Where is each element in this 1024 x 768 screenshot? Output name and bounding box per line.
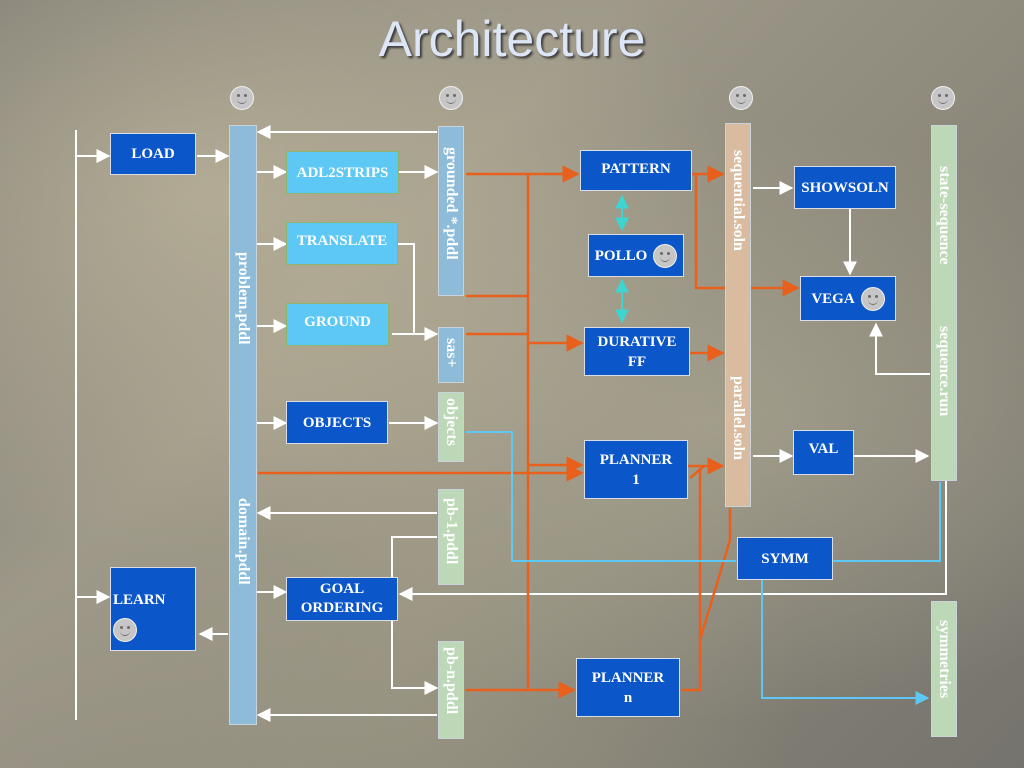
goal-ordering-line2: ORDERING xyxy=(300,600,384,616)
sas-bar: sas+ xyxy=(438,327,464,383)
objects-bar: objects xyxy=(438,392,464,462)
pattern-label: PATTERN xyxy=(601,161,671,177)
smiley-icon xyxy=(860,286,885,311)
showsoln-box: SHOWSOLN xyxy=(794,166,896,209)
smiley-icon xyxy=(439,86,463,110)
symm-box: SYMM xyxy=(737,537,833,580)
sequential-soln-label: sequential.soln xyxy=(730,150,747,251)
pbn-pddl-bar: pb-n.pddl xyxy=(438,641,464,739)
smiley-icon xyxy=(931,86,955,110)
planner-n-line2: n xyxy=(623,689,633,706)
orange-arrows xyxy=(258,165,800,699)
white-arrows xyxy=(75,125,947,722)
state-sequence-bar: state-sequence sequence.run xyxy=(931,125,957,481)
objects-file-label: objects xyxy=(443,398,460,446)
durative-ff-line1: DURATIVE xyxy=(597,333,677,350)
objects-label: OBJECTS xyxy=(302,414,372,431)
parallel-soln-label: parallel.soln xyxy=(730,376,747,461)
smiley-icon xyxy=(729,86,753,110)
ground-label: GROUND xyxy=(304,314,371,330)
symm-label: SYMM xyxy=(761,550,809,567)
blue-arrows xyxy=(466,431,941,705)
val-box: VAL xyxy=(793,430,854,475)
problem-pddl-label: problem.pddl xyxy=(235,252,252,345)
grounded-pddl-label: grounded *.pddl xyxy=(443,147,460,260)
translate-label: TRANSLATE xyxy=(296,233,388,249)
planner-n-line1: PLANNER xyxy=(591,669,665,686)
pollo-label: POLLO xyxy=(594,247,648,264)
sas-label: sas+ xyxy=(443,338,460,368)
pb1-pddl-label: pb-1.pddl xyxy=(443,498,460,565)
learn-label: LEARN xyxy=(113,592,166,608)
planner-1-line2: 1 xyxy=(632,471,640,488)
load-box: LOAD xyxy=(110,133,196,175)
page-title: Architecture xyxy=(378,11,646,67)
load-label: LOAD xyxy=(131,146,175,162)
pbn-pddl-label: pb-n.pddl xyxy=(443,647,460,715)
showsoln-label: SHOWSOLN xyxy=(801,179,889,196)
smiley-icon xyxy=(653,243,678,268)
sequence-run-label: sequence.run xyxy=(936,326,953,417)
pb1-pddl-bar: pb-1.pddl xyxy=(438,489,464,585)
durative-ff-line2: FF xyxy=(627,353,647,370)
smiley-icon xyxy=(113,618,137,642)
vega-label: VEGA xyxy=(811,290,855,307)
goal-ordering-box: GOAL ORDERING xyxy=(286,577,398,621)
planner-n-box: PLANNER n xyxy=(576,658,680,717)
vega-box: VEGA xyxy=(800,276,896,321)
pattern-box: PATTERN xyxy=(580,150,692,191)
durative-ff-box: DURATIVE FF xyxy=(584,327,690,376)
adl2strips-label: ADL2STRIPS xyxy=(296,164,389,181)
objects-box: OBJECTS xyxy=(286,401,388,444)
planner-1-line1: PLANNER xyxy=(599,451,673,468)
symmetries-label: symmetries xyxy=(936,620,953,699)
val-label: VAL xyxy=(808,441,839,457)
smiley-icon xyxy=(230,86,254,110)
ground-box: GROUND xyxy=(286,303,389,346)
planner-1-box: PLANNER 1 xyxy=(584,440,688,499)
goal-ordering-line1: GOAL xyxy=(319,581,365,597)
adl2strips-box: ADL2STRIPS xyxy=(286,151,399,194)
state-sequence-label: state-sequence xyxy=(936,166,953,265)
grounded-pddl-bar: grounded *.pddl xyxy=(438,126,464,296)
translate-box: TRANSLATE xyxy=(286,222,398,265)
domain-pddl-label: domain.pddl xyxy=(235,498,252,585)
learn-box: LEARN xyxy=(110,567,196,651)
solution-bar: sequential.soln parallel.soln xyxy=(725,123,751,507)
problem-domain-pddl-bar: problem.pddl domain.pddl xyxy=(229,125,257,725)
symmetries-bar: symmetries xyxy=(931,601,957,737)
pollo-box: POLLO xyxy=(588,234,684,277)
